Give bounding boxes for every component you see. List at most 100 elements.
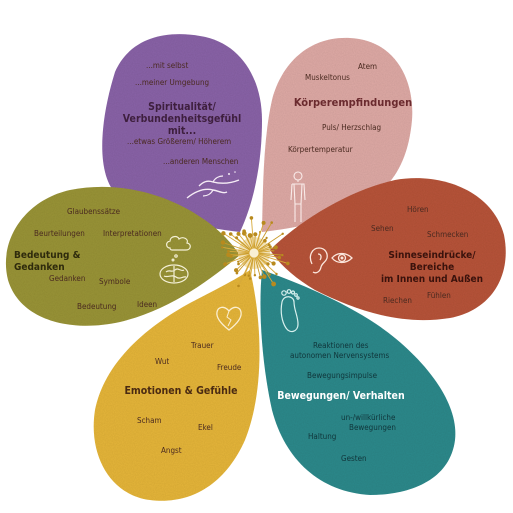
thoughts-item-thoughts: Gedanken xyxy=(49,274,86,283)
emotions-item-disgust: Ekel xyxy=(198,423,213,432)
body-title: Körperempfindungen xyxy=(293,96,413,109)
center-ray-tip xyxy=(234,268,239,273)
center-ray xyxy=(223,232,255,254)
ear-eye-icon xyxy=(309,247,353,274)
center-ray xyxy=(238,252,255,287)
center-ray-tip xyxy=(247,274,250,277)
senses-title: Sinneseindrücke/ Bereiche im Innen und A… xyxy=(368,250,496,286)
center-ray-tip xyxy=(263,238,267,243)
body-item-breath: Atem xyxy=(358,62,378,71)
behavior-item-impulses: Bewegungsimpulse xyxy=(307,371,378,380)
center-ray-tip xyxy=(286,261,290,266)
center-ray-tip xyxy=(237,262,240,266)
thoughts-item-beliefs: Glaubenssätze xyxy=(67,207,121,216)
center-ray-tip xyxy=(273,245,278,250)
emotions-item-sadness: Trauer xyxy=(191,341,214,350)
center-burst xyxy=(220,216,290,288)
hands-icon xyxy=(186,171,240,199)
center-core xyxy=(248,247,260,259)
center-ray-tip xyxy=(268,273,271,276)
body-item-pulse: Puls/ Herzschlag xyxy=(322,123,382,132)
body-outline-icon xyxy=(290,171,306,222)
center-ray-tip xyxy=(265,236,268,239)
center-ray-tip xyxy=(271,261,276,266)
center-ray-tip xyxy=(262,274,267,279)
emotions-item-joy: Freude xyxy=(217,363,242,372)
center-ray-tip xyxy=(258,275,263,280)
center-ray-tip xyxy=(261,220,266,225)
senses-item-hearing: Hören xyxy=(407,205,429,214)
center-ray-tip xyxy=(248,277,252,280)
thoughts-item-interpretations: Interpretationen xyxy=(103,229,162,238)
center-ray xyxy=(222,242,255,254)
center-ray-tip xyxy=(235,236,239,240)
center-ray-tip xyxy=(220,240,226,245)
center-ray-tip xyxy=(268,245,272,249)
center-ray xyxy=(253,222,273,254)
behavior-item-posture: Haltung xyxy=(308,432,337,441)
center-ray-tip xyxy=(237,284,240,288)
center-ray-tip xyxy=(242,229,246,233)
spirit-title-line1: Spiritualität/ xyxy=(148,101,216,113)
center-ray-tip xyxy=(236,231,241,236)
center-ray-tip xyxy=(281,232,284,235)
behavior-item-nervous-system: autonomen Nervensystems xyxy=(290,351,390,360)
center-ray-tip xyxy=(223,262,228,266)
center-ray-tip xyxy=(277,255,281,260)
spirit-item-environment: ...meiner Umgebung xyxy=(135,78,210,87)
petal-thoughts xyxy=(5,186,240,326)
behavior-item-gestures: Gesten xyxy=(341,454,367,463)
senses-item-seeing: Sehen xyxy=(371,224,394,233)
footprint-icon xyxy=(280,289,300,333)
heart-icon xyxy=(216,306,242,331)
spirit-item-others: ...anderen Menschen xyxy=(163,157,239,166)
center-ray-tip xyxy=(237,260,240,263)
center-ray-tip xyxy=(235,271,239,275)
center-ray-tip xyxy=(270,221,274,224)
center-ray-tip xyxy=(253,274,257,277)
spirit-title-line2: Verbundenheitsgefühl mit... xyxy=(122,113,242,137)
center-ray-tip xyxy=(272,249,275,252)
center-ray-tip xyxy=(228,232,233,236)
thoughts-item-meaning: Bedeutung xyxy=(77,302,117,311)
emotions-item-fear: Angst xyxy=(161,446,182,455)
center-ray-tip xyxy=(221,231,226,236)
behavior-title: Bewegungen/ Verhalten xyxy=(277,390,405,402)
cloud-brain-icon xyxy=(159,235,191,284)
center-ray-tip xyxy=(271,281,276,287)
emotions-item-shame: Scham xyxy=(137,416,162,425)
petal-senses xyxy=(270,178,506,321)
center-ray-tip xyxy=(281,253,284,257)
behavior-item-movements: Bewegungen xyxy=(349,423,396,432)
center-ray-tip xyxy=(275,272,278,276)
center-ray-tip xyxy=(227,249,230,253)
thoughts-item-judgments: Beurteilungen xyxy=(34,229,85,238)
spirit-item-greater: ...etwas Größerem/ Höherem xyxy=(127,137,232,146)
center-ray-tip xyxy=(226,252,231,257)
behavior-item-reactions: Reaktionen des xyxy=(313,341,369,350)
petal-behavior xyxy=(260,270,456,495)
emotions-title: Emotionen & Gefühle xyxy=(124,385,238,397)
center-ray xyxy=(253,252,288,264)
center-ray xyxy=(250,217,255,254)
center-ray-tip xyxy=(221,246,224,249)
senses-item-feeling: Fühlen xyxy=(427,291,451,300)
senses-title-line2: im Innen und Außen xyxy=(380,274,484,285)
spirit-item-self: ...mit selbst xyxy=(146,61,189,70)
senses-item-smelling: Riechen xyxy=(383,296,412,305)
center-ray-tip xyxy=(247,233,253,238)
thoughts-title: Bedeutung & Gedanken xyxy=(14,250,81,273)
center-ray xyxy=(253,252,274,285)
center-ray xyxy=(253,233,283,254)
emotions-item-anger: Wut xyxy=(155,357,170,366)
petal-emotions xyxy=(93,270,260,501)
body-item-temperature: Körpertemperatur xyxy=(288,145,353,154)
thoughts-item-ideas: Ideen xyxy=(137,300,158,309)
body-item-muscle-tone: Muskeltonus xyxy=(305,73,350,82)
thoughts-item-symbols: Symbole xyxy=(99,277,131,286)
spirit-title: Spiritualität/ Verbundenheitsgefühl mit.… xyxy=(112,101,252,137)
center-ray-tip xyxy=(249,216,254,220)
center-ray-tip xyxy=(253,232,258,237)
senses-item-tasting: Schmecken xyxy=(427,230,469,239)
